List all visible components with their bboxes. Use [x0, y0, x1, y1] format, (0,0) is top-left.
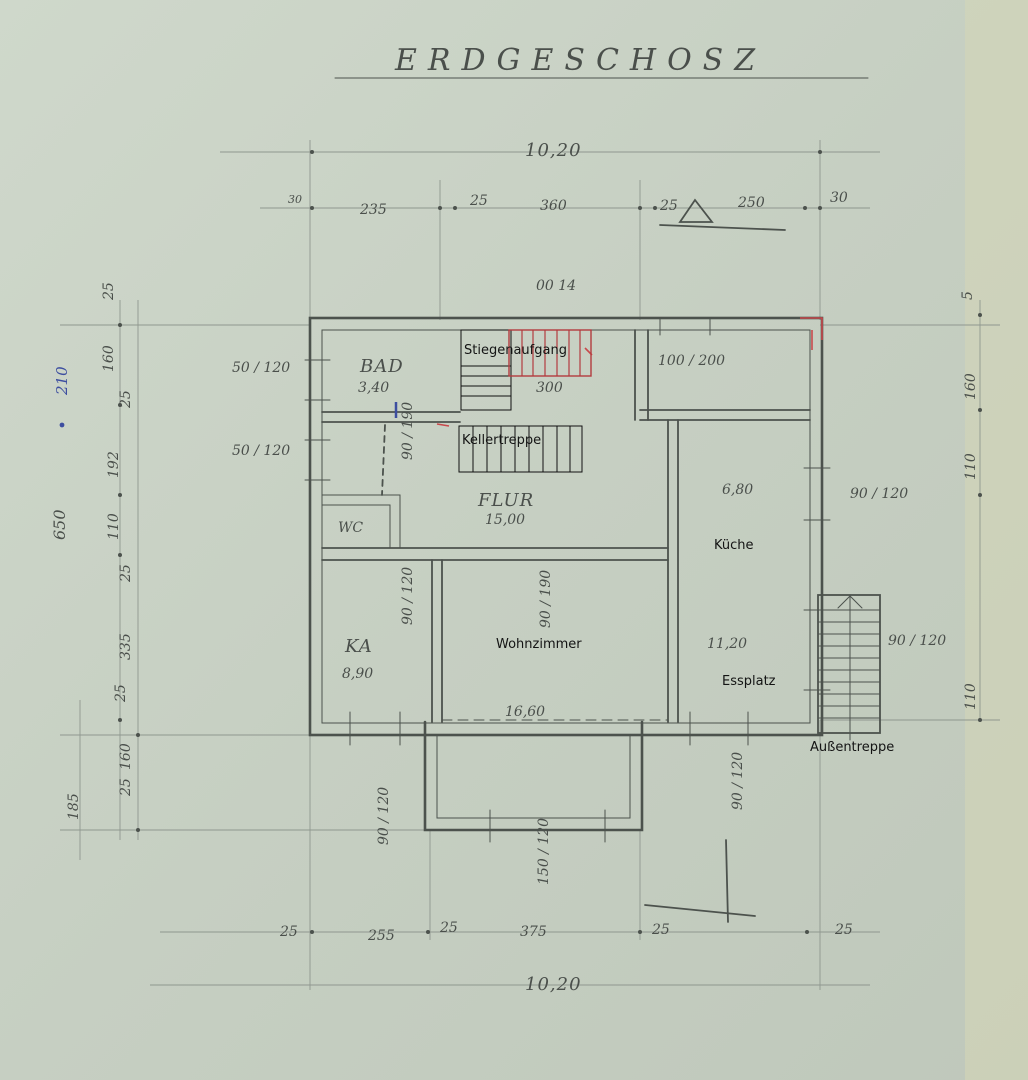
opening-annotations: 50 / 120 50 / 120 100 / 200 90 / 120 90 …: [232, 353, 946, 885]
svg-text:185: 185: [66, 793, 82, 820]
window-front-left-dims: 90 / 120: [376, 787, 392, 845]
svg-text:25: 25: [113, 684, 129, 703]
svg-text:375: 375: [520, 924, 547, 940]
interior-walls: [321, 329, 811, 723]
svg-text:110: 110: [963, 683, 979, 710]
label-aussentreppe: Außentreppe: [810, 740, 894, 755]
label-wohnzimmer: Wohnzimmer: [496, 637, 582, 652]
svg-text:25: 25: [279, 924, 298, 940]
svg-text:192: 192: [106, 451, 122, 478]
stair-stiegenaufgang: [460, 329, 592, 411]
window-essplatz-dims: 90 / 120: [888, 633, 946, 649]
room-kueche-area: 6,80: [722, 482, 753, 498]
window-front-right-dims: 90 / 120: [730, 752, 746, 810]
room-flur-area: 15,00: [485, 512, 525, 528]
label-stiegenaufgang: Stiegenaufgang: [464, 343, 567, 358]
room-ka-name: KA: [344, 636, 373, 657]
dim-total-top: 10,20: [525, 140, 582, 161]
room-bad-area: 3,40: [358, 380, 389, 396]
svg-text:250: 250: [737, 195, 765, 211]
room-stair-value: 300: [536, 380, 563, 396]
svg-text:235: 235: [359, 202, 387, 218]
room-ka-area: 8,90: [342, 666, 373, 682]
svg-text:160: 160: [963, 373, 979, 400]
guide-lines: [60, 140, 1000, 990]
svg-text:25: 25: [651, 922, 670, 938]
label-kueche: Küche: [714, 538, 754, 553]
svg-text:25: 25: [659, 198, 678, 214]
bottom-marker-line: [644, 904, 756, 917]
dim-total-bottom: 10,20: [525, 974, 582, 995]
room-wc: WC: [338, 520, 363, 536]
stair-top-dim: 00 14: [536, 278, 576, 294]
dim-left-vertical: 25 160 25 192 110 25 335 25 160 25 185 6…: [50, 282, 134, 820]
bad-door-dashed: [381, 424, 386, 496]
window-flur-dims: 50 / 120: [232, 443, 290, 459]
svg-text:25: 25: [439, 920, 458, 936]
svg-text:5: 5: [960, 291, 976, 300]
dim-top-segments: 30 235 25 360 25 250 30: [288, 190, 848, 218]
label-essplatz: Essplatz: [722, 674, 776, 689]
door-ka-dims: 90 / 120: [400, 567, 416, 625]
window-bad-dims: 50 / 120: [232, 360, 290, 376]
svg-text:25: 25: [118, 778, 134, 797]
window-kueche-dims: 90 / 120: [850, 486, 908, 502]
dim-left-blue-mark: 210: [53, 366, 71, 396]
stair-kellertreppe: [458, 425, 583, 473]
svg-text:25: 25: [118, 390, 134, 409]
svg-text:160: 160: [101, 345, 117, 372]
door-bad-dims: 90 / 190: [400, 402, 416, 460]
dim-right-vertical: 5 160 110 110: [960, 291, 979, 710]
room-wohn-area: 16,60: [505, 704, 545, 720]
room-flur-name: FLUR: [477, 490, 534, 511]
svg-text:110: 110: [963, 453, 979, 480]
section-marker-a: [659, 198, 786, 231]
label-kellertreppe: Kellertreppe: [462, 433, 541, 448]
svg-text:25: 25: [118, 564, 134, 583]
svg-text:30: 30: [830, 190, 848, 206]
dimension-ticks: [59, 150, 982, 934]
stair-aussentreppe: [817, 594, 881, 741]
svg-text:25: 25: [469, 193, 488, 209]
front-bay-walls: [423, 720, 644, 832]
plan-title: ERDGESCHOSZ: [394, 43, 766, 78]
svg-text:335: 335: [118, 633, 134, 660]
room-essplatz-area: 11,20: [707, 636, 747, 652]
svg-text:110: 110: [106, 513, 122, 540]
dim-bottom-segments: 25 255 25 375 25 25: [279, 920, 853, 944]
svg-text:160: 160: [118, 743, 134, 770]
svg-text:25: 25: [101, 282, 117, 301]
svg-text:25: 25: [834, 922, 853, 938]
door-wohn-dims: 90 / 190: [538, 570, 554, 628]
paper-edge-strip: [965, 0, 1028, 1080]
svg-text:255: 255: [367, 928, 395, 944]
window-front-center-dims: 150 / 120: [536, 818, 552, 885]
bottom-marker-stem: [725, 839, 729, 923]
window-top-right-dims: 100 / 200: [658, 353, 725, 369]
svg-text:30: 30: [288, 193, 302, 206]
room-bad-name: BAD: [359, 356, 404, 377]
svg-text:650: 650: [50, 509, 69, 540]
svg-text:360: 360: [540, 198, 567, 214]
